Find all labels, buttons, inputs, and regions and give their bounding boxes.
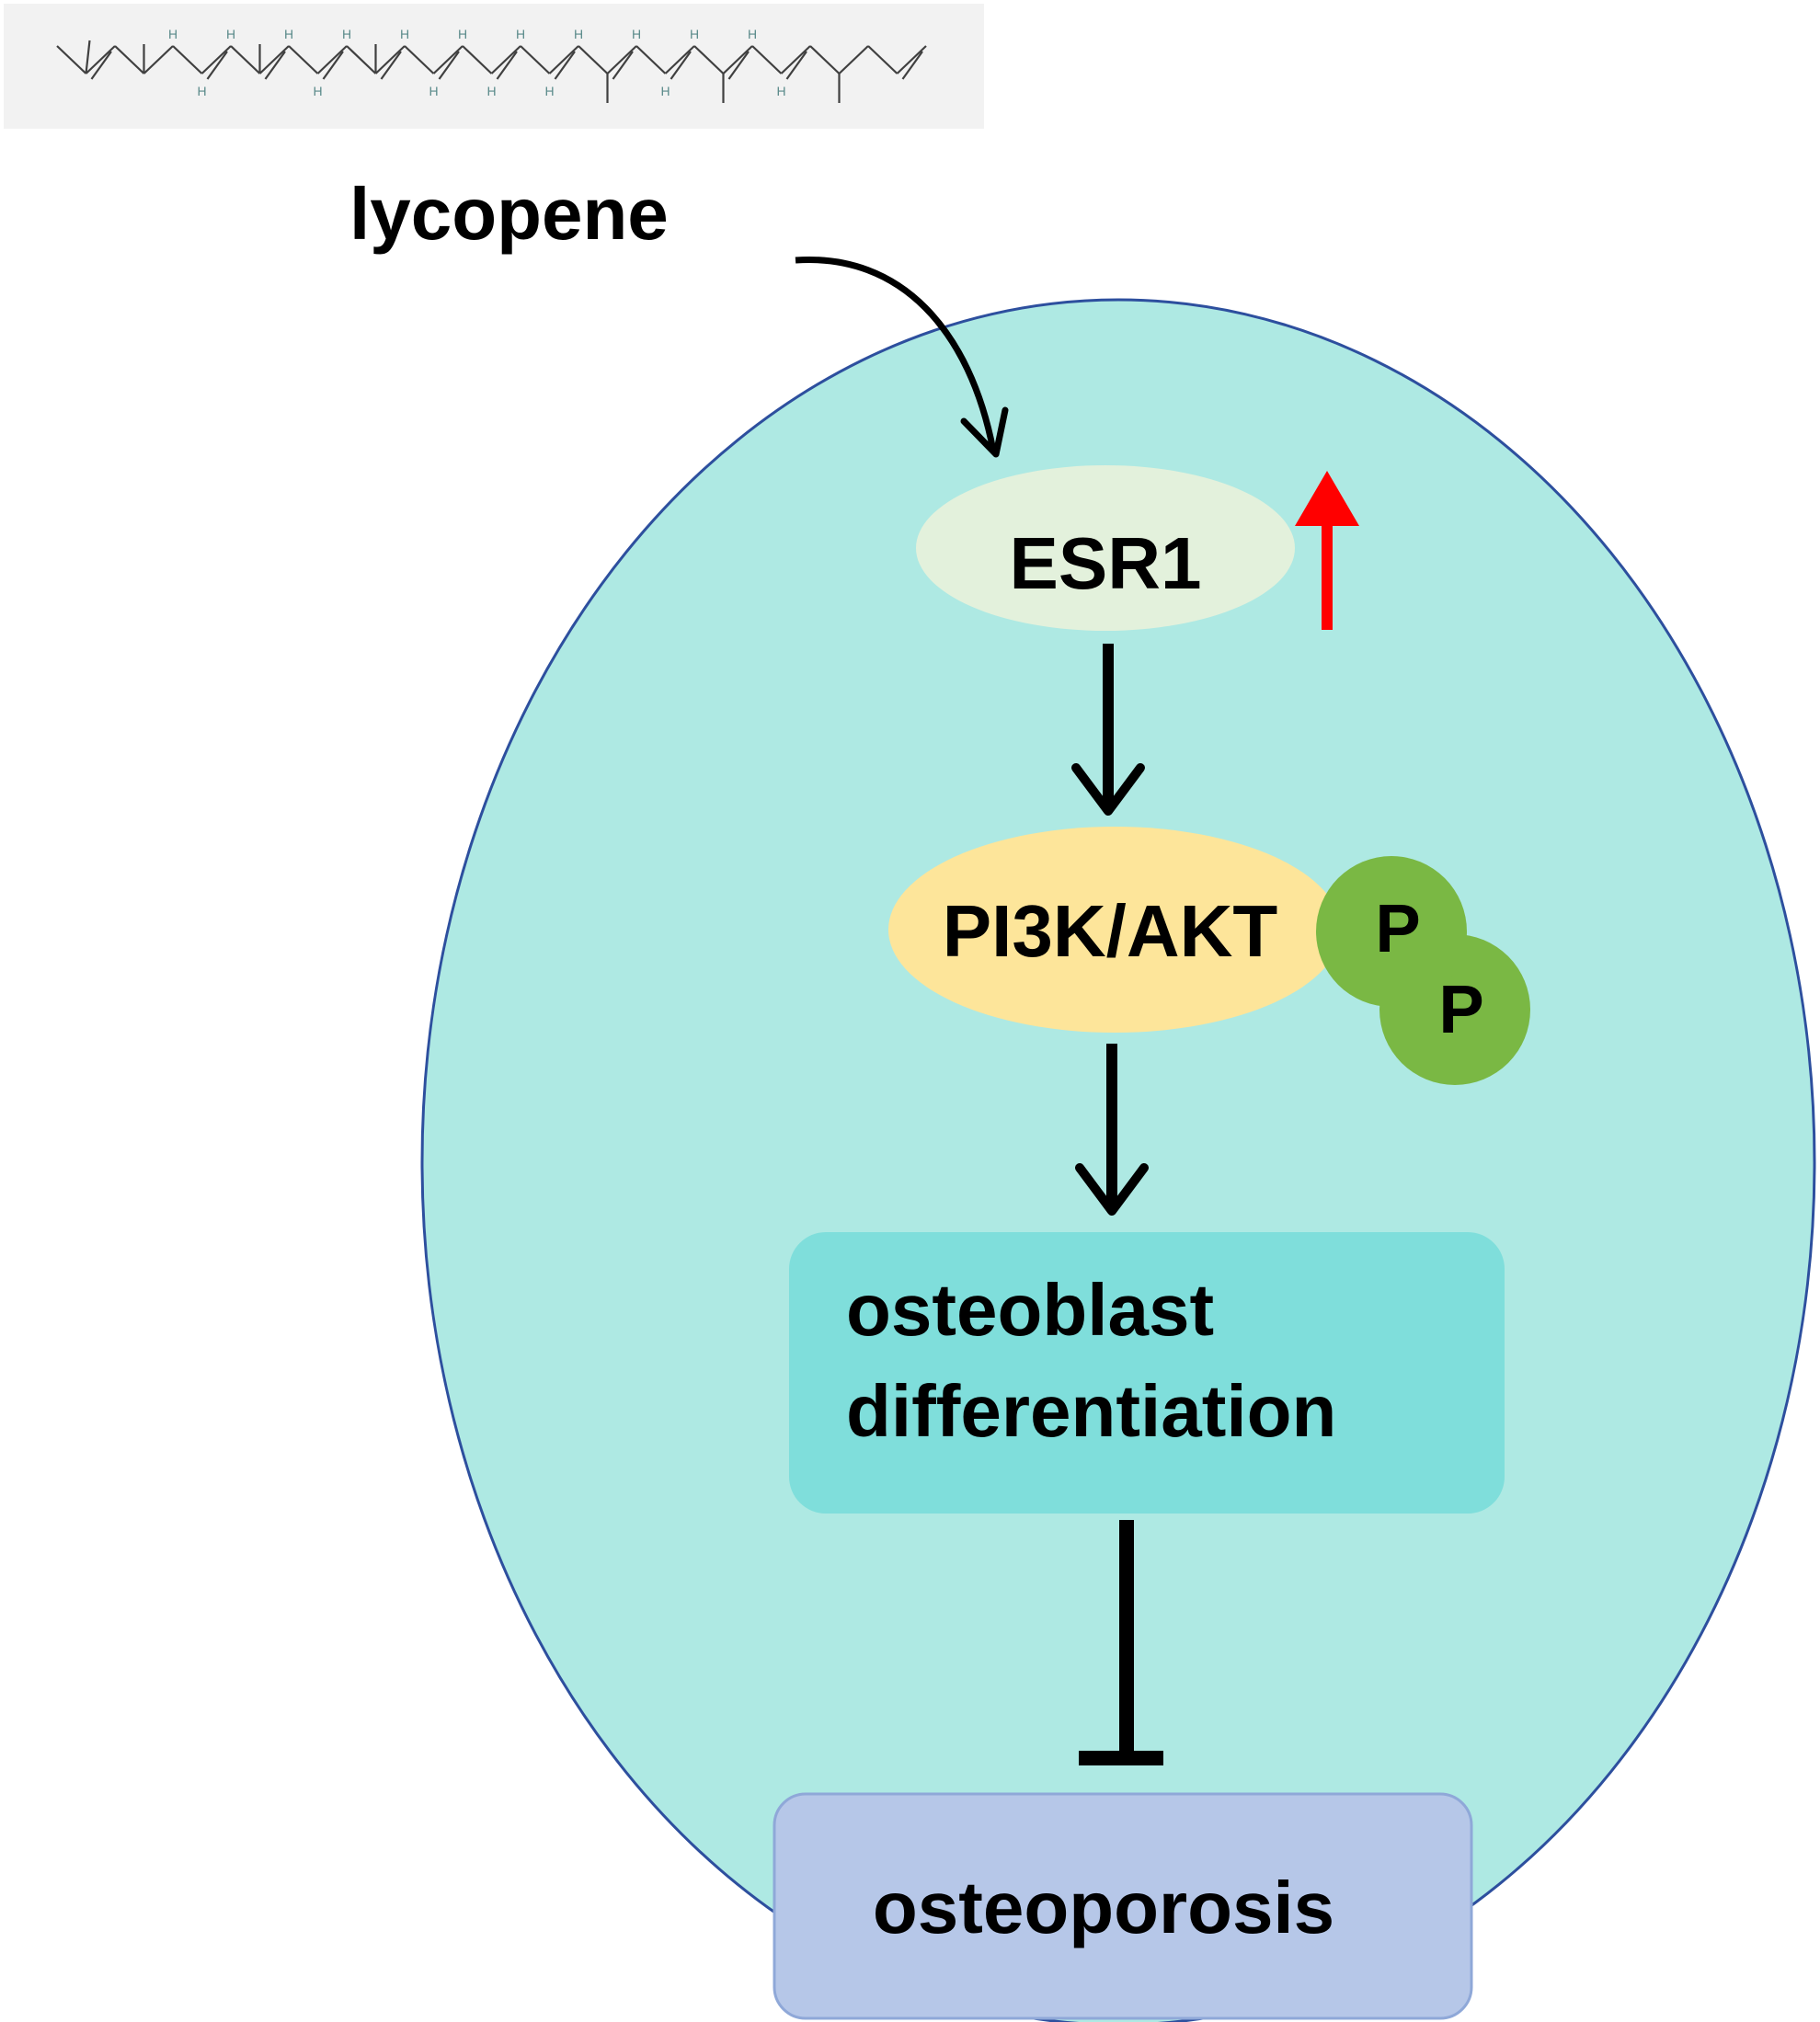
pi3k-akt-label: PI3K/AKT: [943, 890, 1278, 972]
structure-double-bond: [496, 51, 518, 80]
lycopene-arrowhead: [960, 406, 1009, 458]
lycopene-label: lycopene: [349, 173, 669, 255]
structure-bond: [722, 45, 753, 74]
osteoporosis-box: [774, 1794, 1471, 2018]
structure-bond: [143, 45, 174, 74]
structure-bond: [780, 45, 811, 74]
structure-bond: [85, 45, 116, 74]
structure-bonds: [56, 40, 927, 103]
structure-double-bond: [206, 51, 228, 80]
structure-hydrogen-label: H: [486, 84, 496, 98]
structure-double-bond: [670, 51, 692, 80]
structure-double-bond: [90, 51, 112, 80]
process-label-line2: differentiation: [846, 1370, 1336, 1452]
structure-double-bond: [727, 51, 750, 80]
osteoporosis-box-border: [773, 1792, 1473, 2020]
lycopene-to-esr1-arrow: [795, 256, 997, 451]
structure-bond: [200, 45, 232, 74]
structure-hydrogen-label: H: [776, 84, 785, 98]
structure-bond: [258, 45, 290, 74]
structure-bond: [606, 45, 637, 74]
structure-hydrogen-label: H: [690, 27, 699, 41]
structure-double-bond: [322, 51, 344, 80]
structure-bond: [548, 45, 579, 74]
structure-bond: [114, 45, 145, 74]
structure-double-bond: [612, 51, 634, 80]
structure-hydrogen-label: H: [544, 84, 554, 98]
structure-bond: [664, 45, 695, 74]
structure-double-bond: [554, 51, 576, 80]
osteoporosis-label: osteoporosis: [873, 1867, 1334, 1948]
structure-bond: [490, 45, 521, 74]
cell: [422, 300, 1814, 2022]
structure-hydrogen-label: H: [429, 84, 438, 98]
structure-bond: [838, 45, 869, 74]
inhibition-bar-icon: [1079, 1520, 1163, 1765]
structure-bond: [346, 45, 377, 74]
structure-hydrogen-label: H: [400, 27, 409, 41]
structure-bond: [867, 45, 899, 74]
cell-membrane: [420, 298, 1816, 2022]
structure-bond: [520, 45, 551, 74]
structure-panel: [4, 4, 984, 129]
process-label-line1: osteoblast: [846, 1269, 1214, 1351]
structure-bond: [578, 45, 609, 74]
structure-double-bond: [901, 51, 923, 80]
structure-bond: [374, 45, 406, 74]
structure-double-bond: [438, 51, 460, 80]
structure-double-bond: [785, 51, 807, 80]
structure-bond: [751, 45, 783, 74]
structure-bond: [56, 45, 87, 74]
structure-hydrogen-label: H: [574, 27, 583, 41]
up-arrow-icon: [1295, 471, 1359, 630]
osteoblast-differentiation-box: [789, 1232, 1505, 1514]
structure-double-bond: [380, 51, 402, 80]
phospho-circle-1: [1316, 856, 1467, 1007]
structure-hydrogen-label: H: [342, 27, 351, 41]
structure-hydrogen-label: H: [632, 27, 641, 41]
structure-bond: [404, 45, 435, 74]
structure-bond: [230, 45, 261, 74]
structure-hydrogen-label: H: [660, 84, 670, 98]
structure-hydrogen-label: H: [284, 27, 293, 41]
structure-methyl-bond: [85, 40, 91, 74]
phospho-label-1: P: [1375, 890, 1420, 966]
structure-hydrogen-label: H: [168, 27, 177, 41]
esr1-node: [916, 465, 1295, 631]
pi3k-to-differentiation-arrow: [1075, 1044, 1149, 1216]
structure-bond: [896, 45, 927, 74]
structure-hydrogen-label: H: [226, 27, 235, 41]
pi3k-akt-node: [888, 827, 1341, 1033]
structure-hydrogens: H H H H H H H H H H H H H H H H H H: [168, 27, 786, 98]
structure-hydrogen-label: H: [516, 27, 525, 41]
phospho-label-2: P: [1438, 971, 1483, 1047]
structure-hydrogen-label: H: [197, 84, 206, 98]
structure-bond: [635, 45, 667, 74]
structure-hydrogen-label: H: [748, 27, 757, 41]
esr1-to-pi3k-arrow: [1071, 644, 1145, 816]
structure-bond: [288, 45, 319, 74]
structure-bond: [462, 45, 493, 74]
phosphorylation-group: P P: [1316, 856, 1530, 1085]
structure-bond: [809, 45, 841, 74]
esr1-label: ESR1: [1010, 522, 1202, 604]
structure-double-bond: [264, 51, 286, 80]
structure-hydrogen-label: H: [458, 27, 467, 41]
structure-bond: [432, 45, 464, 74]
structure-hydrogen-label: H: [313, 84, 322, 98]
structure-bond: [172, 45, 203, 74]
lycopene-structure: H H H H H H H H H H H H H H H H H H: [4, 4, 984, 129]
structure-bond: [316, 45, 348, 74]
structure-bond: [693, 45, 725, 74]
